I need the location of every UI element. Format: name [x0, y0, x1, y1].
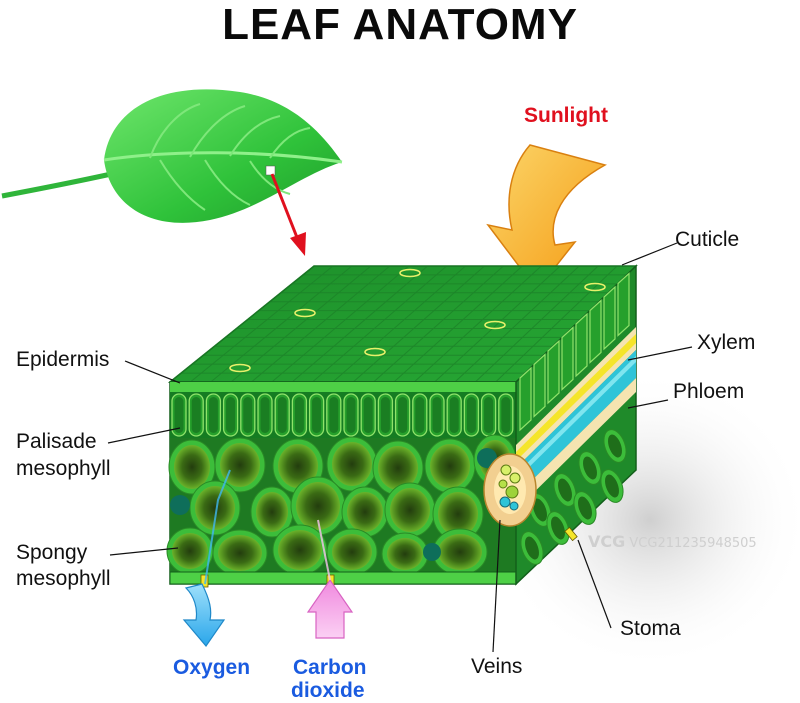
watermark-brand: VCG	[588, 532, 626, 551]
watermark-id: VCG211235948505	[629, 536, 757, 551]
xylem-label: Xylem	[697, 331, 756, 354]
spongy-label-line1: Spongy	[16, 541, 88, 564]
leaf-icon	[1, 89, 343, 223]
stoma-label: Stoma	[620, 617, 681, 640]
leaf-block	[166, 264, 638, 588]
oxygen-arrow	[182, 469, 231, 647]
veins-label: Veins	[471, 655, 523, 678]
vein-cross-section	[483, 453, 537, 527]
epidermis-label: Epidermis	[16, 348, 110, 371]
carbon-label-line1: Carbon	[293, 656, 367, 679]
sunlight-label: Sunlight	[524, 104, 608, 127]
page-title: LEAF ANATOMY	[222, 0, 578, 49]
zoom-arrow	[270, 173, 306, 256]
carbon-label-line2: dioxide	[291, 679, 365, 702]
sunlight-arrow	[486, 144, 607, 292]
phloem-label: Phloem	[673, 380, 745, 403]
palisade-label-line1: Palisade	[16, 430, 97, 453]
cuticle-label: Cuticle	[675, 228, 740, 251]
carbon-dioxide-arrow	[306, 519, 354, 639]
leader-lines	[107, 242, 693, 653]
palisade-label-line2: mesophyll	[16, 457, 111, 480]
watermark: VCG VCG211235948505	[588, 532, 757, 551]
oxygen-label: Oxygen	[173, 656, 251, 679]
spongy-label-line2: mesophyll	[16, 567, 111, 590]
